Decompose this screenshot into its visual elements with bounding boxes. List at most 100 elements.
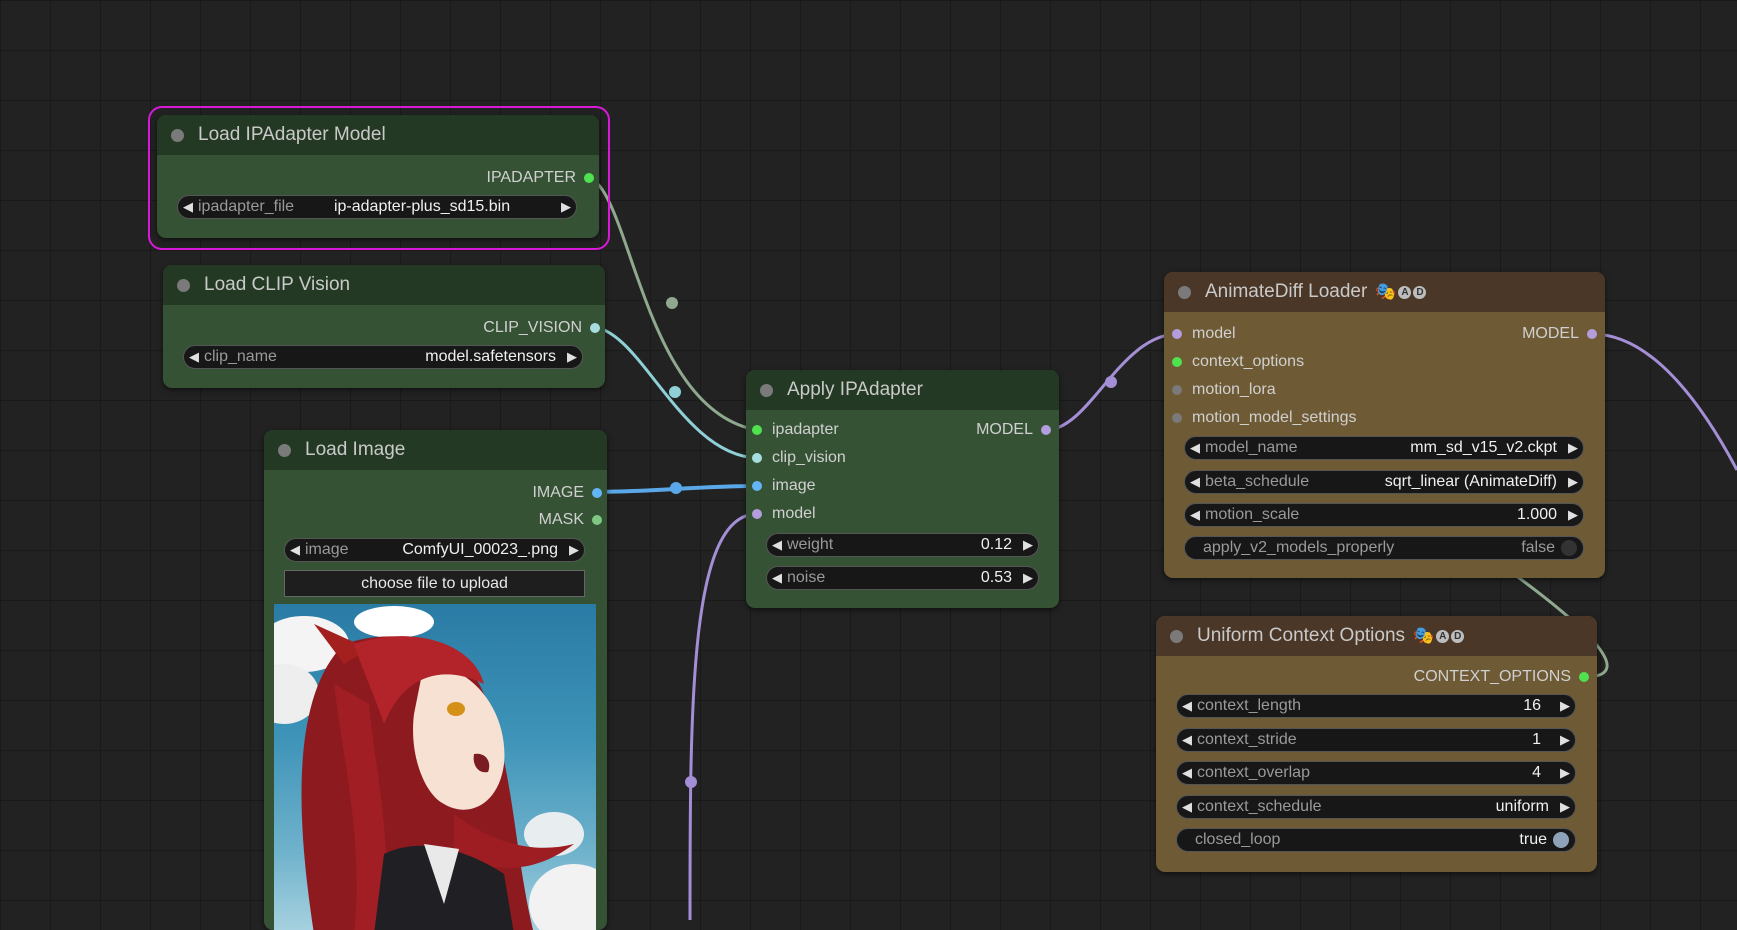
clip-name-combo[interactable]: ◀ clip_name model.safetensors ▶ — [183, 345, 583, 369]
collapse-dot-icon[interactable] — [278, 443, 291, 457]
input-clip-vision[interactable]: clip_vision — [752, 447, 846, 469]
node-title-bar[interactable]: Load IPAdapter Model — [157, 115, 599, 155]
socket-icon[interactable] — [752, 453, 762, 463]
arrow-right-icon[interactable]: ▶ — [569, 542, 579, 557]
node-title: Load Image — [305, 439, 406, 460]
output-mask[interactable]: MASK — [539, 509, 602, 531]
output-image[interactable]: IMAGE — [532, 482, 602, 504]
model-name-combo[interactable]: ◀ model_name mm_sd_v15_v2.ckpt ▶ — [1184, 436, 1584, 460]
socket-icon[interactable] — [590, 323, 600, 333]
arrow-right-icon[interactable]: ▶ — [567, 349, 577, 364]
arrow-left-icon[interactable]: ◀ — [189, 349, 199, 364]
socket-icon[interactable] — [752, 481, 762, 491]
node-title-bar[interactable]: AnimateDiff Loader 🎭 A D — [1164, 272, 1605, 312]
input-label: model — [772, 505, 816, 522]
node-title: Apply IPAdapter — [787, 379, 923, 400]
arrow-right-icon[interactable]: ▶ — [1560, 732, 1570, 747]
node-title-bar[interactable]: Uniform Context Options 🎭 A D — [1156, 616, 1597, 656]
output-context-options[interactable]: CONTEXT_OPTIONS — [1414, 666, 1589, 688]
socket-icon[interactable] — [1172, 413, 1182, 423]
beta-schedule-combo[interactable]: ◀ beta_schedule sqrt_linear (AnimateDiff… — [1184, 470, 1584, 494]
node-title-bar[interactable]: Load CLIP Vision — [163, 265, 605, 305]
arrow-right-icon[interactable]: ▶ — [1568, 474, 1578, 489]
socket-icon[interactable] — [1579, 672, 1589, 682]
arrow-left-icon[interactable]: ◀ — [1182, 765, 1192, 780]
arrow-left-icon[interactable]: ◀ — [183, 199, 193, 214]
arrow-right-icon[interactable]: ▶ — [1560, 765, 1570, 780]
output-ipadapter[interactable]: IPADAPTER — [487, 167, 594, 189]
collapse-dot-icon[interactable] — [171, 128, 184, 142]
arrow-left-icon[interactable]: ◀ — [1190, 440, 1200, 455]
node-title-bar[interactable]: Load Image — [264, 430, 607, 470]
context-length-number[interactable]: ◀ context_length 16 ▶ — [1176, 694, 1576, 718]
weight-number[interactable]: ◀ weight 0.12 ▶ — [766, 533, 1039, 557]
socket-icon[interactable] — [584, 173, 594, 183]
arrow-left-icon[interactable]: ◀ — [290, 542, 300, 557]
socket-icon[interactable] — [592, 515, 602, 525]
load-image-node[interactable]: Load Image IMAGE MASK ◀ image ComfyUI_00… — [264, 430, 607, 930]
noise-number[interactable]: ◀ noise 0.53 ▶ — [766, 566, 1039, 590]
input-motion-model-settings[interactable]: motion_model_settings — [1172, 407, 1357, 429]
socket-icon[interactable] — [1172, 329, 1182, 339]
socket-icon[interactable] — [592, 488, 602, 498]
node-title-bar[interactable]: Apply IPAdapter — [746, 370, 1059, 410]
badge-letter-d: D — [1413, 285, 1427, 299]
arrow-right-icon[interactable]: ▶ — [1560, 698, 1570, 713]
input-context-options[interactable]: context_options — [1172, 351, 1304, 373]
output-model[interactable]: MODEL — [1522, 323, 1597, 345]
widget-value: ComfyUI_00023_.png — [402, 541, 558, 558]
arrow-right-icon[interactable]: ▶ — [1023, 537, 1033, 552]
apply-ipadapter-node[interactable]: Apply IPAdapter ipadapter clip_vision im… — [746, 370, 1059, 608]
toggle-knob-icon[interactable] — [1553, 832, 1569, 848]
context-schedule-combo[interactable]: ◀ context_schedule uniform ▶ — [1176, 795, 1576, 819]
socket-icon[interactable] — [752, 425, 762, 435]
arrow-right-icon[interactable]: ▶ — [1568, 440, 1578, 455]
output-label: MODEL — [976, 421, 1033, 438]
closed-loop-toggle[interactable]: closed_loop true — [1176, 828, 1576, 852]
toggle-knob-icon[interactable] — [1561, 540, 1577, 556]
collapse-dot-icon[interactable] — [1170, 629, 1183, 643]
load-ipadapter-model-node[interactable]: Load IPAdapter Model IPADAPTER ◀ ipadapt… — [157, 115, 599, 238]
input-model[interactable]: model — [1172, 323, 1236, 345]
anime-girl-illustration — [274, 606, 596, 930]
arrow-left-icon[interactable]: ◀ — [1182, 698, 1192, 713]
arrow-left-icon[interactable]: ◀ — [1190, 474, 1200, 489]
choose-file-button[interactable]: choose file to upload — [284, 570, 585, 597]
input-model[interactable]: model — [752, 503, 816, 525]
context-stride-number[interactable]: ◀ context_stride 1 ▶ — [1176, 728, 1576, 752]
arrow-left-icon[interactable]: ◀ — [1190, 507, 1200, 522]
context-overlap-number[interactable]: ◀ context_overlap 4 ▶ — [1176, 761, 1576, 785]
output-clip-vision[interactable]: CLIP_VISION — [483, 317, 600, 339]
input-motion-lora[interactable]: motion_lora — [1172, 379, 1276, 401]
output-model[interactable]: MODEL — [976, 419, 1051, 441]
socket-icon[interactable] — [1172, 385, 1182, 395]
socket-icon[interactable] — [1172, 357, 1182, 367]
input-label: clip_vision — [772, 449, 846, 466]
node-title: AnimateDiff Loader — [1205, 281, 1368, 302]
arrow-left-icon[interactable]: ◀ — [772, 570, 782, 585]
input-ipadapter[interactable]: ipadapter — [752, 419, 839, 441]
arrow-right-icon[interactable]: ▶ — [1023, 570, 1033, 585]
input-image[interactable]: image — [752, 475, 816, 497]
socket-icon[interactable] — [1587, 329, 1597, 339]
uniform-context-options-node[interactable]: Uniform Context Options 🎭 A D CONTEXT_OP… — [1156, 616, 1597, 872]
socket-icon[interactable] — [752, 509, 762, 519]
arrow-right-icon[interactable]: ▶ — [561, 199, 571, 214]
apply-v2-models-toggle[interactable]: apply_v2_models_properly false — [1184, 536, 1584, 560]
motion-scale-number[interactable]: ◀ motion_scale 1.000 ▶ — [1184, 503, 1584, 527]
socket-icon[interactable] — [1041, 425, 1051, 435]
arrow-right-icon[interactable]: ▶ — [1568, 507, 1578, 522]
arrow-right-icon[interactable]: ▶ — [1560, 799, 1570, 814]
animatediff-loader-node[interactable]: AnimateDiff Loader 🎭 A D model context_o… — [1164, 272, 1605, 578]
collapse-dot-icon[interactable] — [1178, 285, 1191, 299]
arrow-left-icon[interactable]: ◀ — [1182, 732, 1192, 747]
collapse-dot-icon[interactable] — [760, 383, 773, 397]
ipadapter-file-combo[interactable]: ◀ ipadapter_file ip-adapter-plus_sd15.bi… — [177, 195, 577, 219]
collapse-dot-icon[interactable] — [177, 278, 190, 292]
arrow-left-icon[interactable]: ◀ — [1182, 799, 1192, 814]
image-combo[interactable]: ◀ image ComfyUI_00023_.png ▶ — [284, 538, 585, 562]
load-clip-vision-node[interactable]: Load CLIP Vision CLIP_VISION ◀ clip_name… — [163, 265, 605, 388]
arrow-left-icon[interactable]: ◀ — [772, 537, 782, 552]
input-label: model — [1192, 325, 1236, 342]
